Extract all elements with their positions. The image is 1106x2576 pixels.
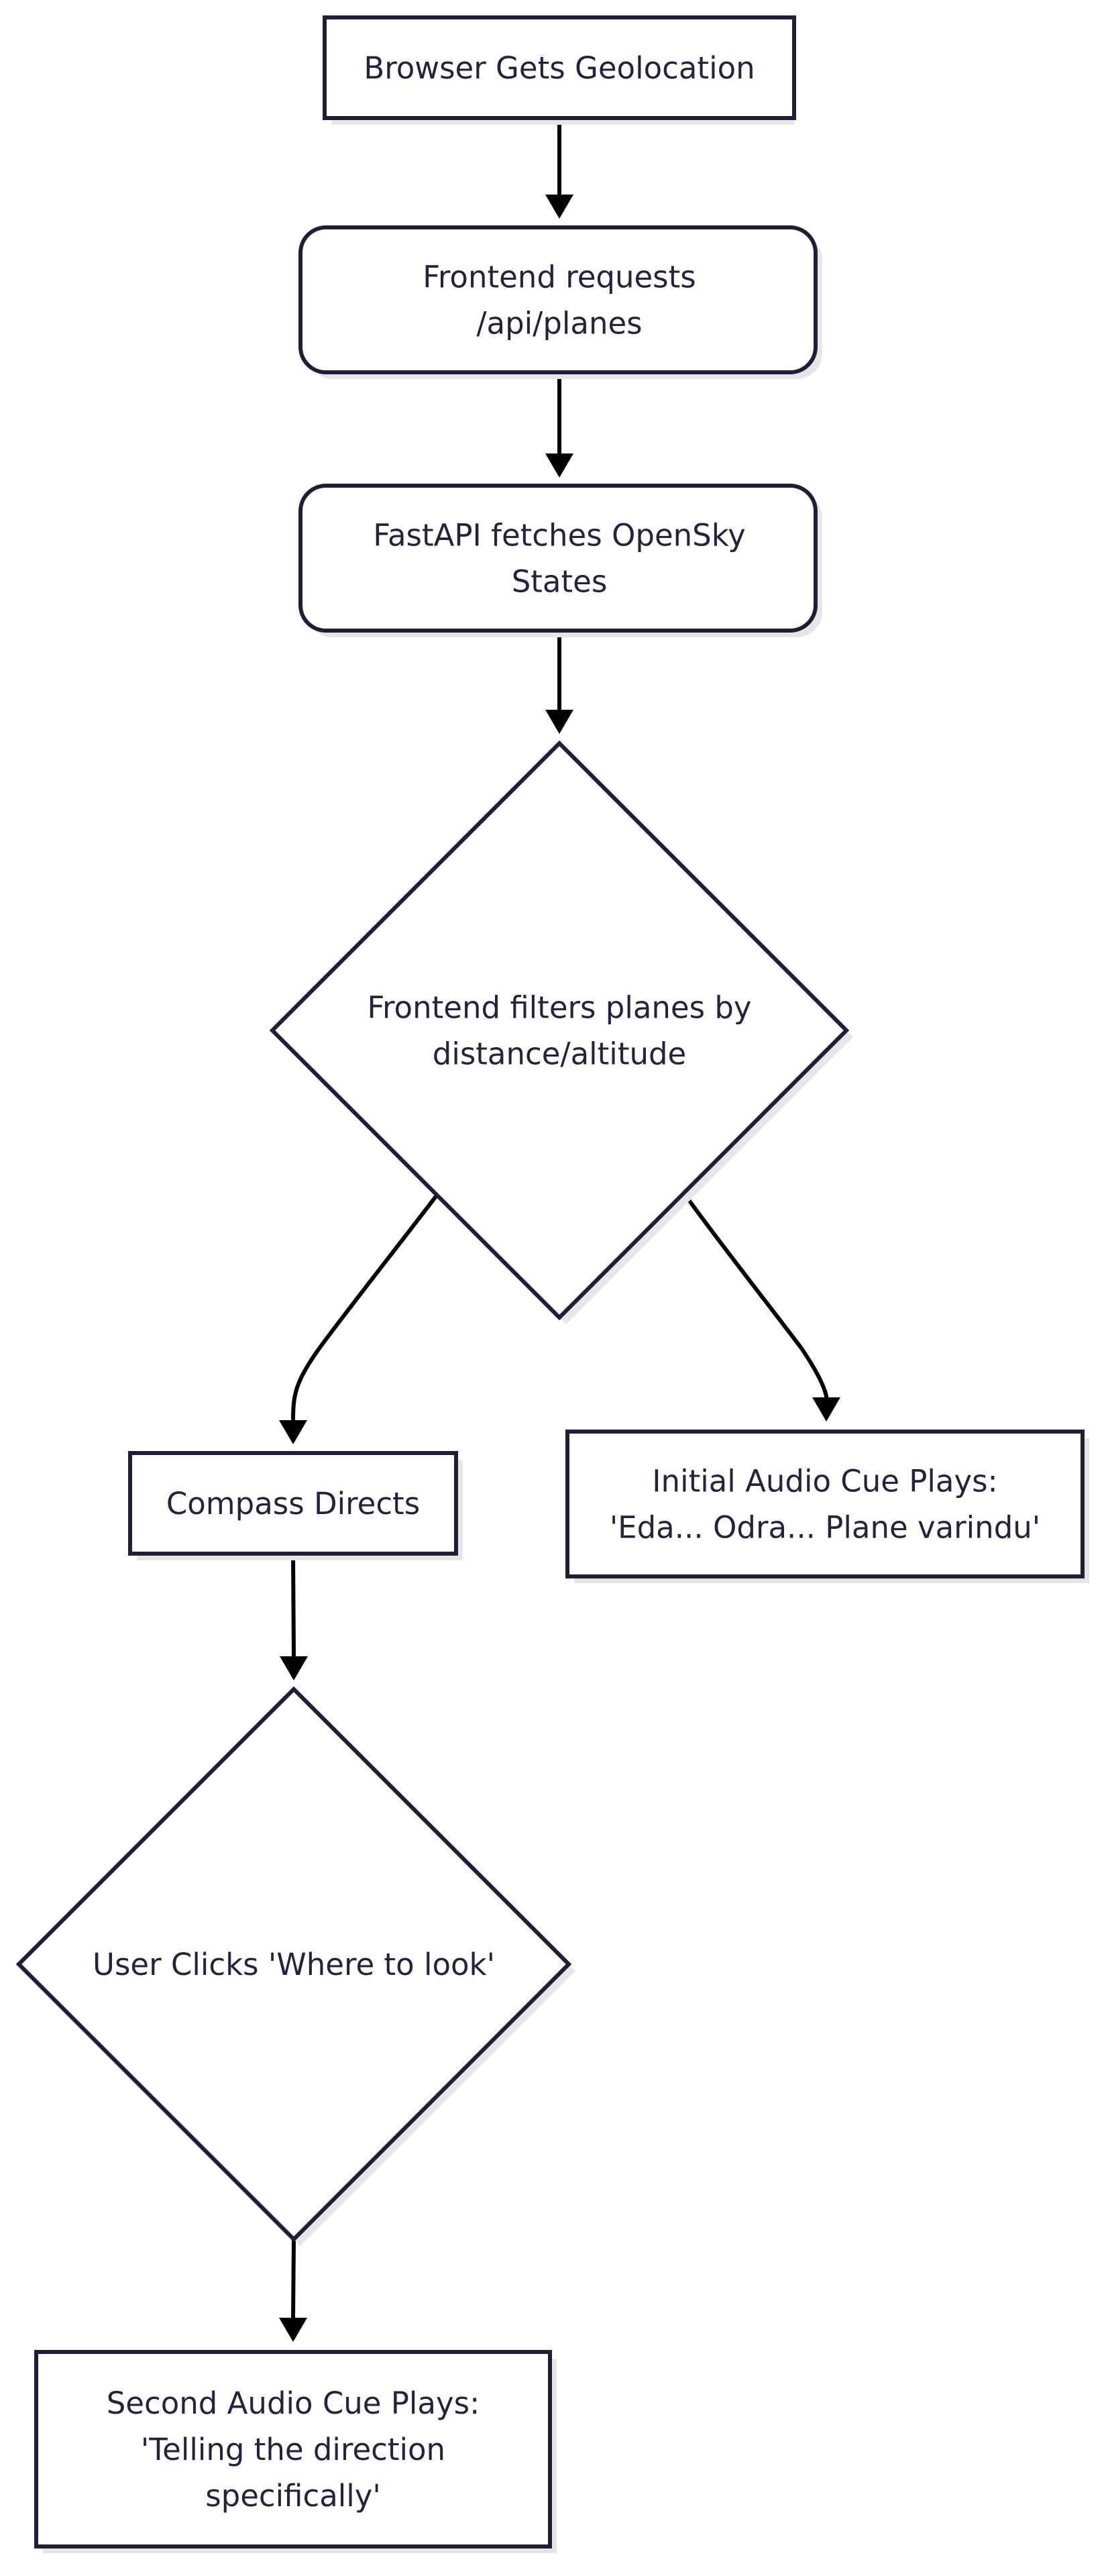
node-label: Compass Directs bbox=[166, 1486, 420, 1521]
edge-compass-to-user-click bbox=[291, 1554, 296, 1657]
arrowhead-request bbox=[545, 195, 573, 219]
edge-filter-to-initial-audio bbox=[683, 1194, 828, 1398]
node-label-line: Second Audio Cue Plays: bbox=[107, 2385, 480, 2421]
node-frontend-filters-decision: Frontend filters planes by distance/altit… bbox=[269, 740, 853, 1324]
node-label-line: Browser Gets Geolocation bbox=[364, 50, 755, 86]
node-label-line: /api/planes bbox=[476, 306, 642, 341]
node-label: Initial Audio Cue Plays: 'Eda... Odra... … bbox=[610, 1464, 1040, 1546]
arrowhead-second-audio bbox=[279, 2318, 307, 2342]
arrowhead-filter bbox=[545, 710, 573, 734]
arrowhead-initial-audio bbox=[812, 1397, 840, 1421]
node-compass-directs: Compass Directs bbox=[128, 1451, 463, 1560]
node-label-line: States bbox=[512, 564, 608, 600]
node-box bbox=[565, 1430, 1085, 1578]
node-label-line: Compass Directs bbox=[166, 1486, 420, 1521]
node-frontend-requests: Frontend requests/api/planes bbox=[298, 225, 822, 379]
node-label-line: specifically' bbox=[205, 2478, 381, 2514]
node-label: User Clicks 'Where to look' bbox=[93, 1947, 495, 1982]
node-label: Browser Gets Geolocation bbox=[364, 50, 755, 86]
arrowhead-fetch bbox=[545, 453, 573, 478]
node-box bbox=[323, 15, 796, 120]
edge-user-click-to-second-audio bbox=[291, 2239, 296, 2318]
node-label: Second Audio Cue Plays: 'Telling the dire… bbox=[107, 2385, 480, 2514]
node-label-line: Frontend requests bbox=[423, 260, 696, 295]
node-label-line: Initial Audio Cue Plays: bbox=[652, 1464, 997, 1499]
node-user-clicks-decision: User Clicks 'Where to look' bbox=[15, 1686, 575, 2246]
node-box bbox=[128, 1451, 458, 1556]
edges bbox=[279, 117, 840, 2342]
node-box bbox=[34, 2350, 552, 2548]
node-box bbox=[298, 225, 818, 374]
node-label-line: 'Eda... Odra... Plane varindu' bbox=[610, 1510, 1040, 1546]
node-label-line: User Clicks 'Where to look' bbox=[93, 1947, 495, 1982]
node-diamond bbox=[269, 740, 850, 1321]
node-diamond bbox=[15, 1686, 572, 2243]
edge-filter-to-compass bbox=[291, 1194, 439, 1421]
node-box bbox=[298, 484, 818, 633]
node-label-line: Frontend filters planes by bbox=[367, 990, 751, 1026]
arrowhead-user-click bbox=[280, 1656, 308, 1680]
node-label-line: FastAPI fetches OpenSky bbox=[373, 518, 746, 553]
arrowhead-compass bbox=[279, 1420, 307, 1444]
node-initial-audio-cue: Initial Audio Cue Plays: 'Eda... Odra... … bbox=[565, 1430, 1089, 1583]
node-label-line: distance/altitude bbox=[433, 1036, 686, 1072]
node-label-line: 'Telling the direction bbox=[141, 2432, 445, 2467]
node-label: Frontend requests/api/planes bbox=[423, 260, 696, 341]
node-label: Frontend filters planes by distance/altit… bbox=[367, 990, 751, 1072]
node-second-audio-cue: Second Audio Cue Plays: 'Telling the dire… bbox=[34, 2350, 557, 2553]
node-browser-gets-geolocation: Browser Gets Geolocation bbox=[323, 15, 796, 125]
